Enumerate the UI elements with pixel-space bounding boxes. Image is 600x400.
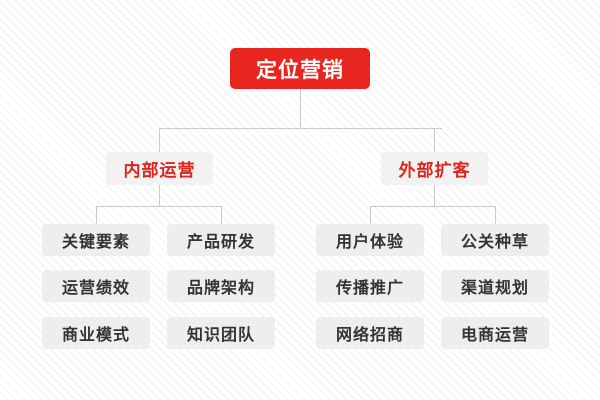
leaf-node-online-investment[interactable]: 网络招商 [316,317,424,349]
leaf-node-channel-planning[interactable]: 渠道规划 [441,270,549,302]
leaf-node-brand-architecture[interactable]: 品牌架构 [167,270,275,302]
leaf-node-knowledge-team[interactable]: 知识团队 [167,317,275,349]
leaf-node-product-rnd[interactable]: 产品研发 [167,224,275,256]
connector-external-stem [434,185,435,206]
leaf-node-pr-seeding[interactable]: 公关种草 [441,224,549,256]
leaf-node-business-model[interactable]: 商业模式 [42,317,150,349]
connector-internal-stem [159,185,160,206]
connector-internal-bar [96,206,222,207]
connector-internal-drop-col1 [96,206,97,224]
leaf-node-communication-promotion[interactable]: 传播推广 [316,270,424,302]
connector-branch-bar [159,128,442,129]
connector-internal-drop-col2 [221,206,222,224]
leaf-node-ecommerce-operations[interactable]: 电商运营 [441,317,549,349]
connector-branch-drop-internal [159,128,160,152]
leaf-node-operational-performance[interactable]: 运营绩效 [42,270,150,302]
connector-external-bar [370,206,496,207]
leaf-node-key-elements[interactable]: 关键要素 [42,224,150,256]
connector-root-stem [300,89,301,128]
branch-node-external-acquisition[interactable]: 外部扩客 [381,152,488,185]
connector-external-drop-col2 [495,206,496,224]
root-node-positioning-marketing[interactable]: 定位营销 [230,48,370,89]
leaf-node-user-experience[interactable]: 用户体验 [316,224,424,256]
branch-node-internal-operations[interactable]: 内部运营 [106,152,213,185]
connector-external-drop-col1 [370,206,371,224]
connector-branch-drop-external [434,128,435,152]
